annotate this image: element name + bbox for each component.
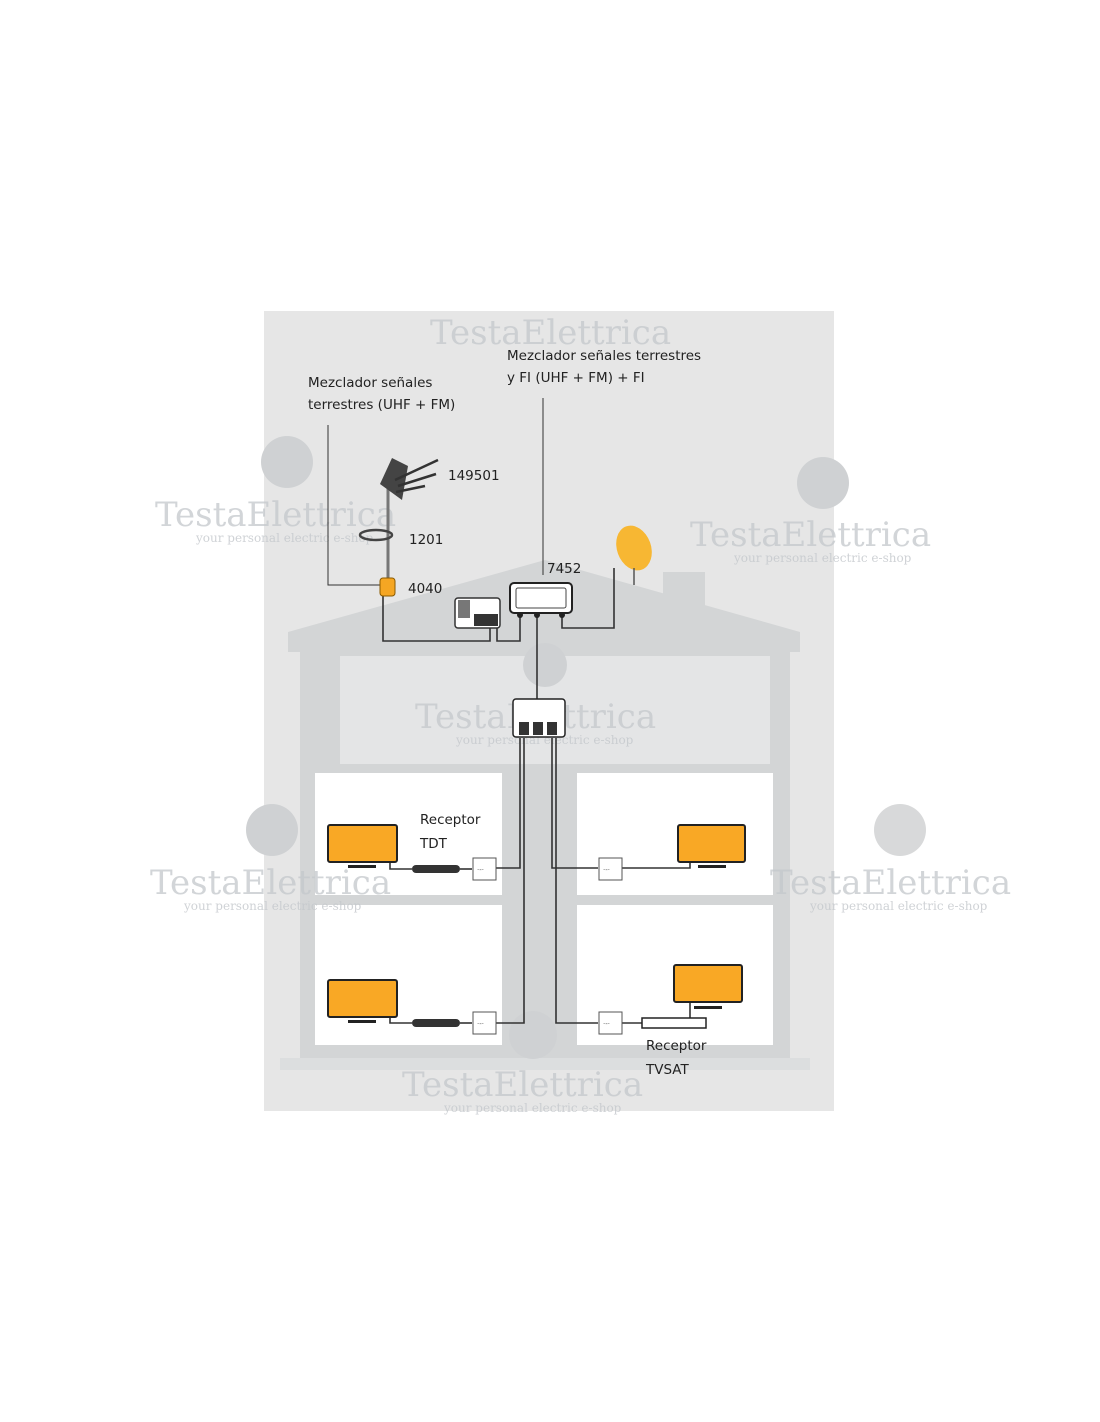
tv-bottom-right [673,964,743,1009]
mixer-code: 7452 [547,561,581,577]
watermark-brand: TestaElettrica [402,1065,643,1105]
power-supply-icon [454,597,501,629]
svg-text:·-·: ·-· [603,1020,610,1028]
receiver-tvsat-label: TVSAT [645,1062,689,1078]
watermark-tagline: your personal electric e-shop [809,899,988,913]
wall-outlet-icon: ·-· [472,1011,497,1035]
mixer-7452-icon [509,582,573,618]
antenna-code: 149501 [448,468,500,484]
watermark-tagline: your personal electric e-shop [455,733,634,747]
watermark-head-icon [246,804,298,856]
clamp-icon [358,528,394,542]
uhf-antenna-icon [380,458,439,500]
watermark-head-icon [874,804,926,856]
mixer-terrestrial-label: Mezclador señales [308,375,432,391]
amplifier-code: 4040 [408,581,442,597]
wall-outlet-icon: ·-· [598,857,623,881]
riser-shaft [510,765,566,1055]
watermark-tagline: your personal electric e-shop [443,1101,622,1115]
tdt-receiver-icon [412,865,460,873]
room-bottom-left [315,905,502,1045]
watermark-brand: TestaElettrica [155,495,396,535]
watermark-brand: TestaElettrica [150,863,391,903]
amplifier-icon [379,577,396,597]
watermark-tagline: your personal electric e-shop [733,551,912,565]
tv-top-left [327,824,398,868]
watermark-tagline: your personal electric e-shop [183,899,362,913]
watermark-brand: TestaElettrica [430,313,671,353]
receiver-tdt-label: TDT [419,836,448,852]
mixer-fi-label: Mezclador señales terrestres [507,348,701,364]
watermark-brand: TestaElettrica [770,863,1011,903]
house-base [280,1058,810,1070]
watermark-head-icon [523,643,567,687]
svg-text:·-·: ·-· [477,866,484,874]
watermark-head-icon [509,1011,557,1059]
svg-text:·-·: ·-· [477,1020,484,1028]
watermarks: TestaElettrica TestaElettrica your perso… [150,313,1011,1115]
tvsat-receiver-icon [641,1017,707,1029]
receiver-tvsat-label: Receptor [646,1038,707,1054]
mixer-terrestrial-label: terrestres (UHF + FM) [308,397,455,413]
splitter-icon [512,698,566,738]
wall-outlet-icon: ·-· [472,857,497,881]
receiver-tdt-label: Receptor [420,812,481,828]
tdt-receiver-icon [412,1019,460,1027]
clamp-code: 1201 [409,532,443,548]
watermark-head-icon [797,457,849,509]
watermark-brand: TestaElettrica [690,515,931,555]
satellite-dish-icon [616,525,652,585]
cables [382,470,691,1024]
watermark-head-icon [261,436,313,488]
wall-outlet-icon: ·-· [598,1011,623,1035]
svg-text:·-·: ·-· [603,866,610,874]
leader-line [327,425,380,586]
tv-top-right [677,824,746,868]
tv-bottom-left [327,979,398,1023]
watermark-tagline: your personal electric e-shop [195,531,374,545]
mixer-fi-label: y FI (UHF + FM) + FI [507,370,645,386]
